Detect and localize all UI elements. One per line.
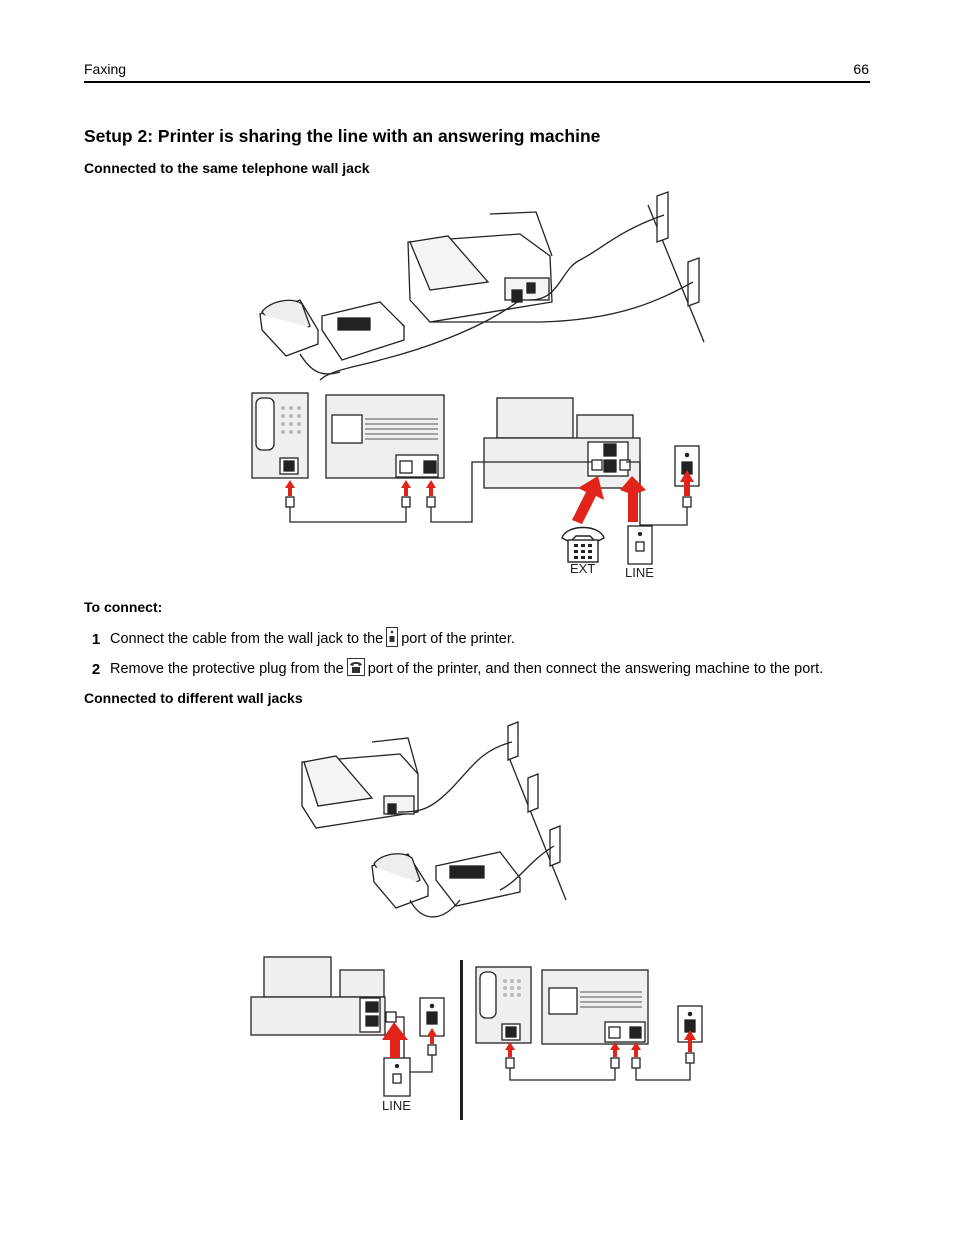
step-2-text-after: port of the printer, and then connect th… bbox=[367, 661, 824, 677]
ext-phone-port-icon bbox=[346, 658, 365, 680]
schematic-same-jack bbox=[251, 392, 700, 526]
subhead-different-jacks: Connected to different wall jacks bbox=[84, 690, 303, 706]
step-2-number: 2 bbox=[91, 660, 101, 678]
wall-jack-lower bbox=[687, 257, 700, 307]
step-2: 2 Remove the protective plug from the po… bbox=[84, 658, 823, 680]
line-label: LINE bbox=[625, 565, 654, 580]
line-jack-symbol-icon bbox=[627, 525, 653, 565]
line-port-icon bbox=[386, 627, 399, 651]
answering-machine-illustration bbox=[320, 301, 406, 361]
ext-phone-symbol-icon bbox=[561, 526, 605, 563]
step-1-number: 1 bbox=[91, 630, 101, 648]
schematic-printer bbox=[483, 397, 641, 489]
page-number: 66 bbox=[853, 61, 869, 77]
schematic-answering-machine bbox=[325, 394, 445, 479]
step-2-text-before: Remove the protective plug from the bbox=[110, 661, 344, 677]
wall-jack-upper bbox=[656, 191, 669, 243]
schematic-telephone bbox=[251, 392, 309, 479]
header-rule bbox=[84, 81, 870, 83]
section-title: Setup 2: Printer is sharing the line wit… bbox=[84, 126, 601, 146]
red-connection-arrows bbox=[285, 470, 694, 524]
step-1-text-before: Connect the cable from the wall jack to … bbox=[110, 631, 384, 647]
step-1: 1 Connect the cable from the wall jack t… bbox=[84, 627, 515, 651]
step-1-text-after: port of the printer. bbox=[401, 631, 515, 647]
to-connect-heading: To connect: bbox=[84, 599, 163, 615]
perspective-illustration-same-jack bbox=[258, 191, 705, 381]
header-section-title: Faxing bbox=[84, 61, 127, 77]
telephone-illustration bbox=[258, 299, 319, 357]
ext-label: EXT bbox=[570, 561, 595, 576]
printer-illustration bbox=[407, 211, 553, 323]
subhead-same-jack: Connected to the same telephone wall jac… bbox=[84, 160, 370, 176]
